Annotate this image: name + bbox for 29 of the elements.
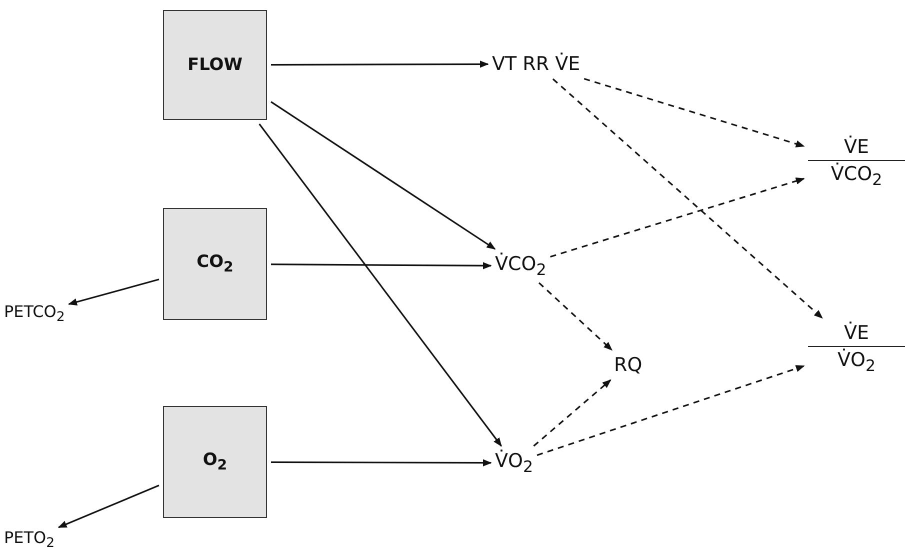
arrow xyxy=(538,282,612,351)
arrow xyxy=(258,124,502,447)
arrow xyxy=(58,484,160,528)
arrow xyxy=(536,365,805,456)
ratio-denominator: V̇O$_{2}$ xyxy=(837,348,876,375)
arrow xyxy=(271,262,492,270)
arrow xyxy=(68,278,160,306)
arrow xyxy=(270,101,496,250)
arrow xyxy=(552,78,823,319)
variable-label: V̇CO$_{2}$ xyxy=(495,253,546,279)
arrow xyxy=(271,459,492,466)
arrow xyxy=(271,60,489,68)
arrow xyxy=(550,178,805,258)
arrow xyxy=(533,379,612,447)
sensor-box xyxy=(163,406,267,518)
arrow xyxy=(584,78,805,148)
box-label: O$_{2}$ xyxy=(202,450,228,474)
variable-label: PETCO$_{2}$ xyxy=(4,302,65,326)
ratio-denominator: V̇CO$_{2}$ xyxy=(830,162,882,189)
variable-label: PETO$_{2}$ xyxy=(4,528,55,552)
ratio-numerator: V̇E xyxy=(808,136,905,161)
box-label: FLOW xyxy=(187,55,243,75)
box-label: CO$_{2}$ xyxy=(196,252,234,276)
sensor-box xyxy=(163,208,267,320)
variable-label: RQ xyxy=(614,354,642,376)
sensor-box xyxy=(163,10,267,120)
variable-label: VT RR V̇E xyxy=(492,53,580,75)
ratio-numerator: V̇E xyxy=(808,322,905,347)
variable-label: V̇O$_{2}$ xyxy=(495,450,534,476)
